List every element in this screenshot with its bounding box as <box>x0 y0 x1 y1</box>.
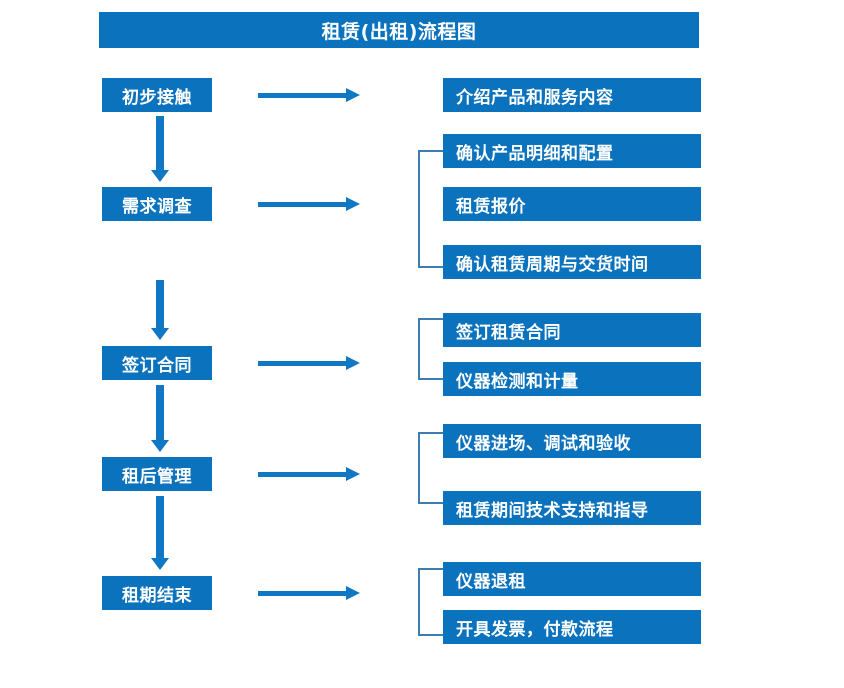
detail-box-confirm-product-spec[interactable]: 确认产品明细和配置 <box>443 134 701 168</box>
detail-box-technical-support[interactable]: 租赁期间技术支持和指导 <box>443 491 701 525</box>
arrow-head-right-icon <box>346 586 360 600</box>
detail-box-instrument-return[interactable]: 仪器退租 <box>443 562 701 596</box>
arrow-shaft <box>156 116 164 170</box>
detail-box-introduce-products[interactable]: 介绍产品和服务内容 <box>443 78 701 112</box>
horizontal-arrow-2 <box>258 197 360 211</box>
arrow-head-down-icon <box>151 558 169 570</box>
arrow-head-down-icon <box>151 170 169 182</box>
arrow-shaft <box>258 472 346 477</box>
arrow-shaft <box>258 93 346 98</box>
arrow-shaft <box>156 385 164 440</box>
group-bracket-post-rental <box>418 432 443 504</box>
detail-box-instrument-inspection[interactable]: 仪器检测和计量 <box>443 362 701 396</box>
arrow-shaft <box>258 202 346 207</box>
arrow-head-down-icon <box>151 440 169 452</box>
group-bracket-needs-survey <box>418 150 443 268</box>
stage-box-post-rental-management[interactable]: 租后管理 <box>102 457 212 491</box>
vertical-arrow-4 <box>151 496 169 570</box>
vertical-arrow-2 <box>151 280 169 340</box>
detail-box-instrument-delivery-commissioning[interactable]: 仪器进场、调试和验收 <box>443 424 701 458</box>
horizontal-arrow-4 <box>258 467 360 481</box>
stage-box-sign-contract[interactable]: 签订合同 <box>102 346 212 380</box>
arrow-head-right-icon <box>346 88 360 102</box>
horizontal-arrow-1 <box>258 88 360 102</box>
group-bracket-rental-end <box>418 568 443 636</box>
horizontal-arrow-5 <box>258 586 360 600</box>
arrow-shaft <box>156 496 164 558</box>
detail-box-invoice-payment[interactable]: 开具发票，付款流程 <box>443 610 701 644</box>
stage-box-initial-contact[interactable]: 初步接触 <box>102 78 212 112</box>
detail-box-sign-rental-contract[interactable]: 签订租赁合同 <box>443 313 701 347</box>
group-bracket-sign-contract <box>418 318 443 380</box>
detail-box-confirm-period-delivery[interactable]: 确认租赁周期与交货时间 <box>443 245 701 279</box>
arrow-head-right-icon <box>346 197 360 211</box>
stage-box-rental-end[interactable]: 租期结束 <box>102 576 212 610</box>
vertical-arrow-3 <box>151 385 169 452</box>
arrow-shaft <box>156 280 164 328</box>
arrow-head-down-icon <box>151 328 169 340</box>
detail-box-rental-quotation[interactable]: 租赁报价 <box>443 187 701 221</box>
arrow-head-right-icon <box>346 467 360 481</box>
page-title: 租赁(出租)流程图 <box>99 12 699 48</box>
arrow-shaft <box>258 361 346 366</box>
arrow-head-right-icon <box>346 356 360 370</box>
horizontal-arrow-3 <box>258 356 360 370</box>
stage-box-needs-survey[interactable]: 需求调查 <box>102 187 212 221</box>
vertical-arrow-1 <box>151 116 169 182</box>
arrow-shaft <box>258 591 346 596</box>
